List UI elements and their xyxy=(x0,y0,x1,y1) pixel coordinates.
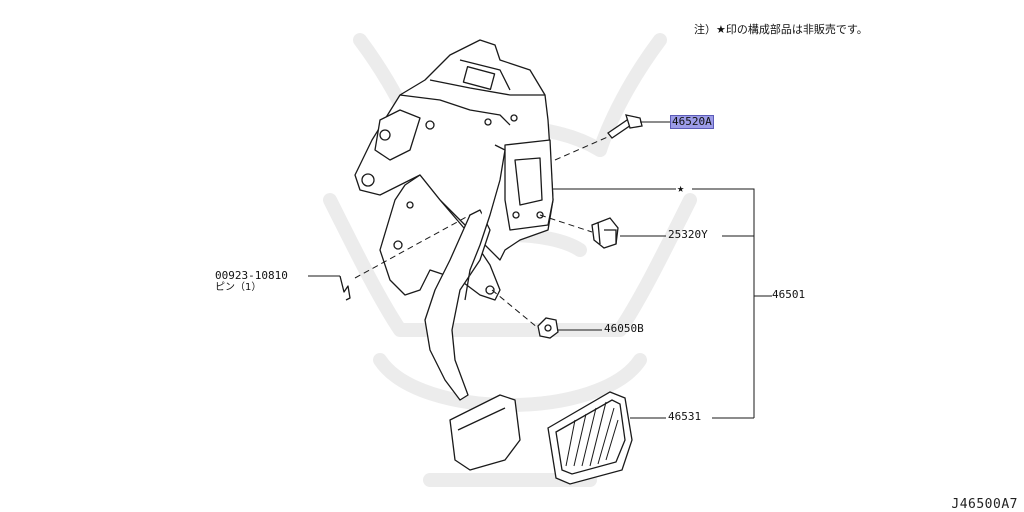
non-sale-note: 注）★印の構成部品は非販売です。 xyxy=(694,23,868,36)
callout-46050b[interactable]: 46050B xyxy=(604,322,644,335)
callout-00923-10810[interactable]: 00923-10810 xyxy=(215,269,288,282)
leader-lines xyxy=(308,121,772,419)
dashed-guide-lines xyxy=(354,135,611,329)
callout-46520a[interactable]: 46520A xyxy=(670,115,714,129)
bolt-46520a-icon xyxy=(607,114,643,139)
callout-25320y[interactable]: 25320Y xyxy=(668,228,708,241)
pedal-pad-46531-icon xyxy=(547,391,633,485)
diagram-id: J46500A7 xyxy=(951,497,1018,512)
callout-46501[interactable]: 46501 xyxy=(772,288,806,301)
clip-25320y-icon xyxy=(591,217,619,249)
star-marker: ★ xyxy=(677,181,685,195)
callout-46531[interactable]: 46531 xyxy=(668,410,702,423)
brake-pedal-assembly-icon xyxy=(339,39,554,471)
callout-pin-quantity: ピン（1） xyxy=(215,282,262,293)
nut-46050b-icon xyxy=(537,317,559,339)
